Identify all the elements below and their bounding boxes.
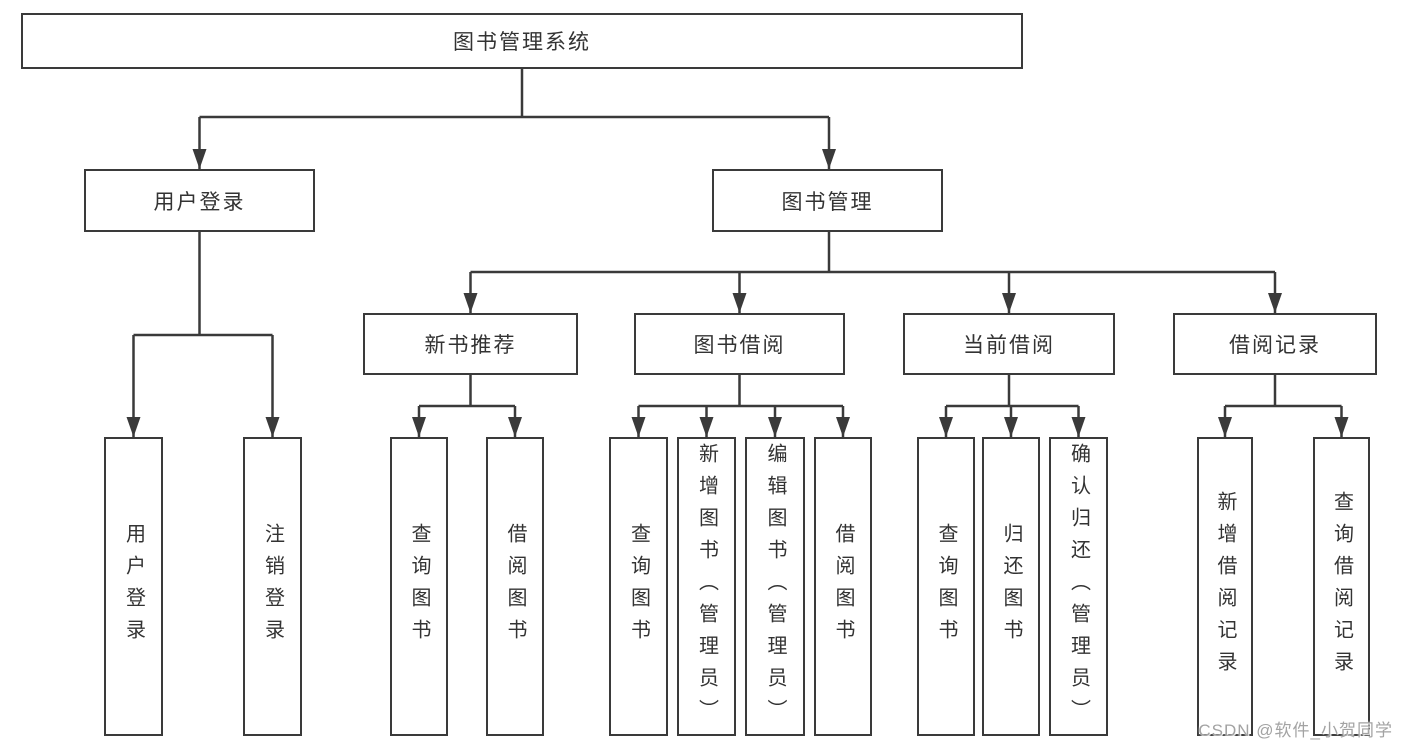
node-root-system-label: 图书管理系统: [453, 31, 591, 54]
leaf-borrowing-query-book: 查询图书: [609, 437, 668, 736]
node-current-borrowing-label: 当前借阅: [963, 334, 1055, 357]
leaf-borrowing-borrow-book: 借阅图书: [814, 437, 872, 736]
leaf-user-login-label: 用户登录: [122, 522, 145, 651]
node-root-system: 图书管理系统: [21, 13, 1023, 69]
leaf-current-query-book: 查询图书: [917, 437, 975, 736]
csdn-watermark: CSDN @软件_小贺同学: [1198, 721, 1393, 740]
connector-segments: [133, 69, 1342, 408]
leaf-borrowing-borrow-book-label: 借阅图书: [832, 522, 854, 651]
leaf-current-confirm-return-admin: 确认归还（管理员）: [1049, 437, 1108, 736]
leaf-recommend-borrow-book-label: 借阅图书: [504, 522, 526, 651]
node-book-management: 图书管理: [712, 169, 943, 232]
connector-arrows: [126, 117, 1349, 437]
node-borrowing-records: 借阅记录: [1173, 313, 1377, 375]
leaf-current-return-book: 归还图书: [982, 437, 1040, 736]
node-book-borrowing: 图书借阅: [634, 313, 845, 375]
leaf-recommend-borrow-book: 借阅图书: [486, 437, 544, 736]
node-book-management-label: 图书管理: [781, 190, 874, 214]
leaf-current-confirm-return-admin-label: 确认归还（管理员）: [1067, 442, 1090, 731]
leaf-current-query-book-label: 查询图书: [935, 522, 957, 651]
leaf-records-add-record: 新增借阅记录: [1197, 437, 1253, 736]
node-user-login-label: 用户登录: [153, 190, 246, 214]
leaf-recommend-query-book-label: 查询图书: [408, 522, 430, 651]
node-current-borrowing: 当前借阅: [903, 313, 1115, 375]
leaf-logout-label: 注销登录: [261, 522, 284, 651]
leaf-records-query-record-label: 查询借阅记录: [1330, 490, 1353, 683]
leaf-user-login: 用户登录: [104, 437, 163, 736]
node-user-login: 用户登录: [84, 169, 315, 232]
leaf-borrowing-edit-book-admin-label: 编辑图书（管理员）: [764, 442, 786, 731]
leaf-borrowing-add-book-admin: 新增图书（管理员）: [677, 437, 736, 736]
leaf-records-query-record: 查询借阅记录: [1313, 437, 1370, 736]
leaf-borrowing-add-book-admin-label: 新增图书（管理员）: [695, 442, 718, 731]
leaf-logout: 注销登录: [243, 437, 302, 736]
leaf-records-add-record-label: 新增借阅记录: [1214, 490, 1236, 683]
node-book-borrowing-label: 图书借阅: [693, 334, 786, 357]
node-new-book-recommendation: 新书推荐: [363, 313, 578, 375]
node-new-book-recommendation-label: 新书推荐: [424, 334, 517, 357]
leaf-recommend-query-book: 查询图书: [390, 437, 448, 736]
leaf-borrowing-edit-book-admin: 编辑图书（管理员）: [745, 437, 805, 736]
node-borrowing-records-label: 借阅记录: [1229, 334, 1321, 357]
leaf-current-return-book-label: 归还图书: [1000, 522, 1022, 651]
leaf-borrowing-query-book-label: 查询图书: [627, 522, 650, 651]
